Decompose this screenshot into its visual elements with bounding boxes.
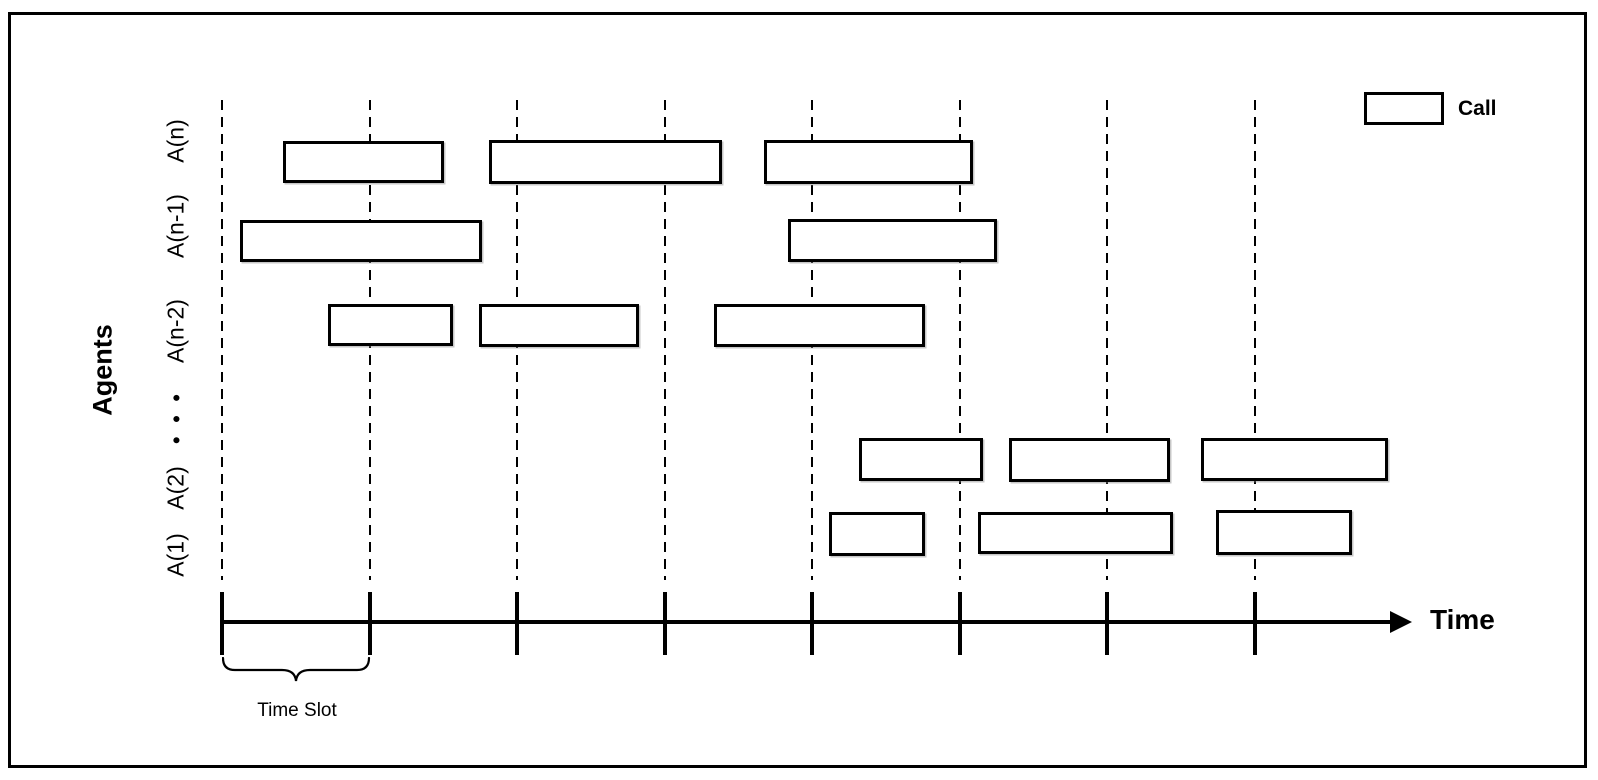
time-slot-gridline-4: [664, 100, 666, 580]
time-axis-arrowhead-icon: [1390, 611, 1412, 633]
time-axis-title: Time: [1430, 604, 1495, 635]
call-box-row6-2: [978, 512, 1173, 554]
call-box-row5-2: [1009, 438, 1170, 482]
time-slot-gridline-8: [1254, 100, 1256, 580]
legend-call-label: Call: [1458, 97, 1497, 120]
call-box-row1-1: [283, 141, 444, 183]
time-slot-brace-icon: [222, 657, 371, 682]
call-box-row1-3: [764, 140, 973, 184]
agent-label-An2: A(n-2): [162, 299, 189, 363]
legend-call-box-icon: [1364, 92, 1444, 125]
time-axis-line: [222, 620, 1392, 624]
figure-border: [8, 12, 1587, 768]
call-box-row1-2: [489, 140, 722, 184]
agent-label-An: A(n): [162, 119, 189, 163]
call-box-row6-1: [829, 512, 925, 556]
call-box-row2-1: [240, 220, 482, 262]
agents-axis-title: Agents: [87, 324, 118, 416]
time-slot-gridline-7: [1106, 100, 1108, 580]
call-box-row3-3: [714, 304, 925, 347]
call-box-row3-2: [479, 304, 639, 347]
agent-label-A2: A(2): [162, 466, 189, 510]
time-slot-gridline-6: [959, 100, 961, 580]
agent-ellipsis-label: • • •: [165, 390, 189, 444]
time-slot-label: Time Slot: [257, 700, 337, 721]
call-box-row6-3: [1216, 510, 1352, 555]
call-box-row3-1: [328, 304, 453, 346]
call-box-row5-3: [1201, 438, 1388, 481]
agent-label-An1: A(n-1): [162, 194, 189, 258]
agent-label-A1: A(1): [162, 533, 189, 577]
call-box-row5-1: [859, 438, 983, 481]
call-box-row2-2: [788, 219, 997, 262]
time-slot-gridline-1: [221, 100, 223, 580]
